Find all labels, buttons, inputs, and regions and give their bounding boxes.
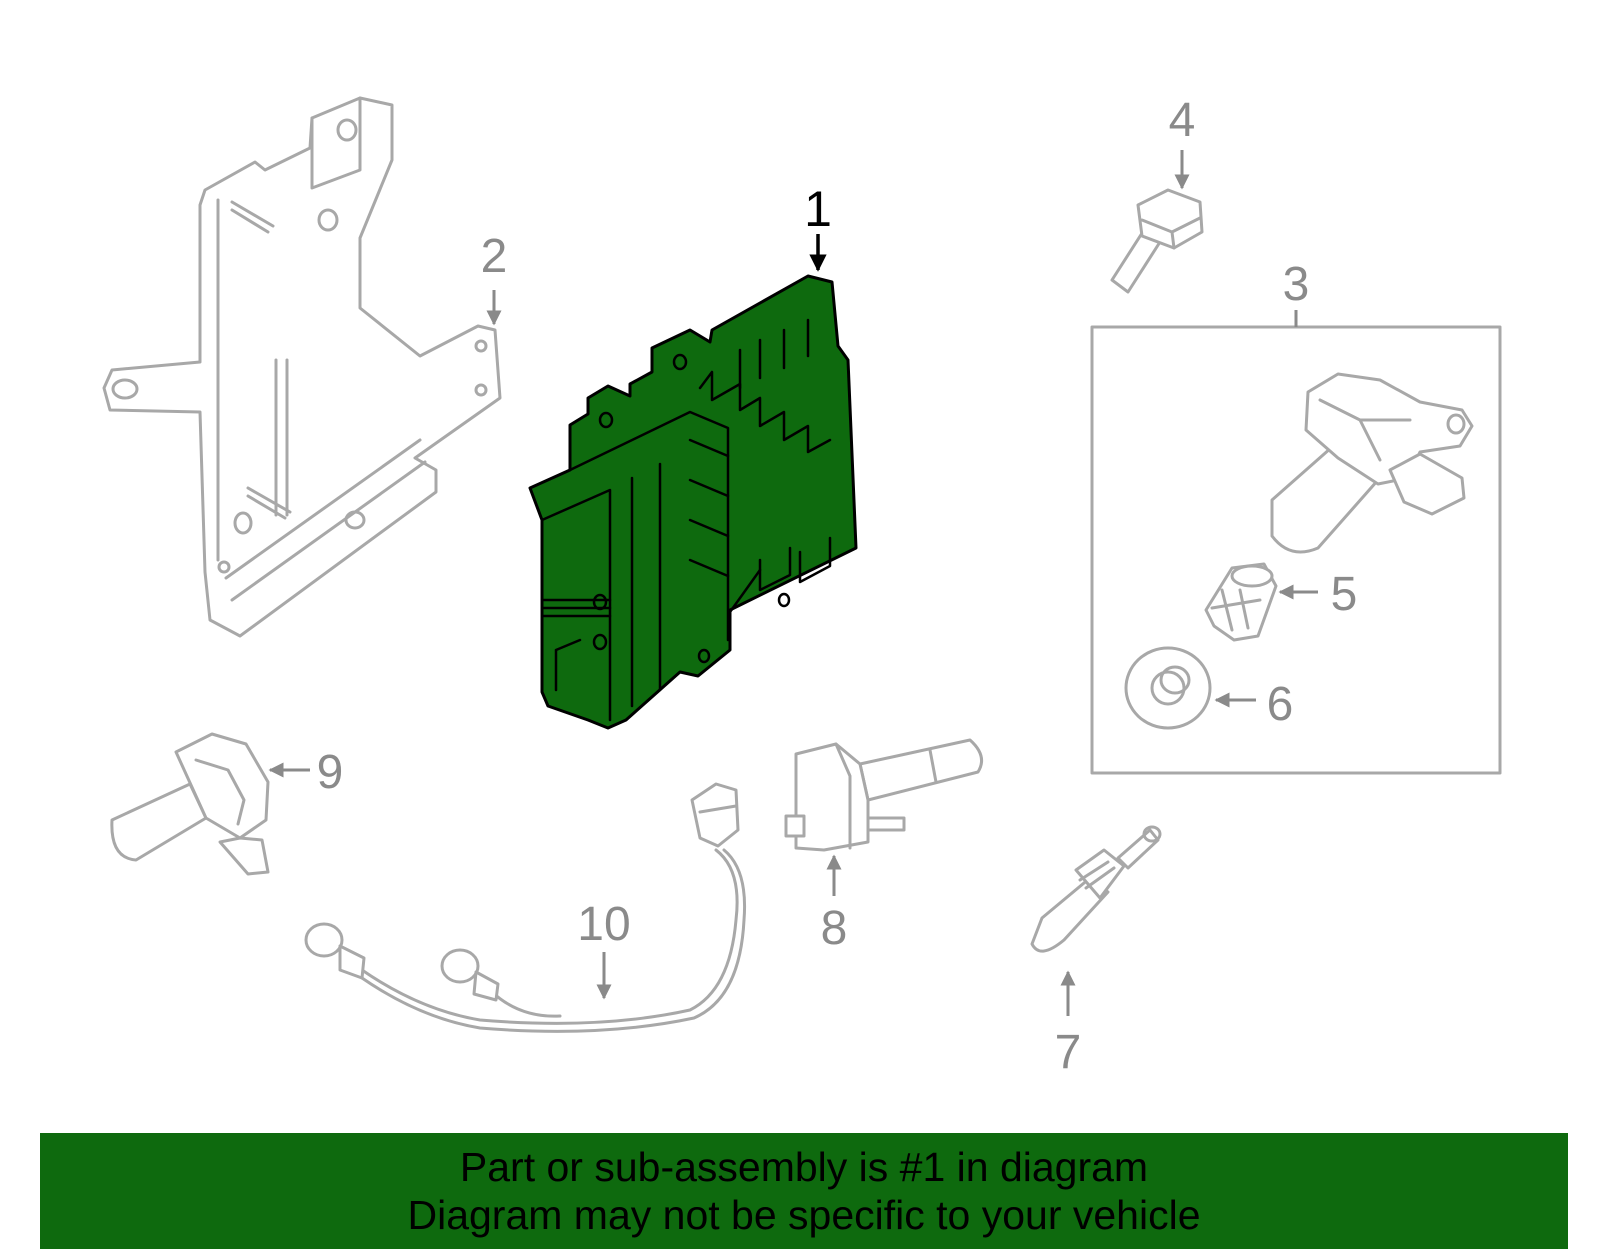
callout-7: 7 (1055, 1026, 1082, 1079)
callout-4: 4 (1169, 94, 1196, 147)
seal-part (1124, 646, 1212, 730)
knock-sensor-harness-part (304, 782, 747, 1033)
callout-2: 2 (481, 230, 508, 283)
camshaft-sensor-part (784, 738, 984, 852)
callout-3: 3 (1283, 258, 1310, 311)
callout-10: 10 (577, 898, 630, 951)
banner-line-part-info: Part or sub-assembly is #1 in diagram (459, 1144, 1149, 1190)
coil-boot-part (1204, 562, 1278, 642)
mounting-bracket-part (102, 96, 502, 638)
banner-line-disclaimer: Diagram may not be specific to your vehi… (407, 1192, 1201, 1238)
info-banner: Part or sub-assembly is #1 in diagram Di… (40, 1133, 1568, 1249)
callout-1: 1 (804, 181, 832, 237)
spark-plug-part (1030, 825, 1162, 953)
callout-6: 6 (1267, 678, 1294, 731)
callout-5: 5 (1331, 568, 1358, 621)
callout-8: 8 (821, 902, 848, 955)
sensor-part (110, 732, 270, 876)
callout-9: 9 (317, 746, 344, 799)
ignition-coil-part (1270, 372, 1474, 554)
bolt-part (1110, 188, 1204, 294)
leader-lines (268, 150, 1318, 1016)
engine-control-module-part (528, 274, 858, 730)
